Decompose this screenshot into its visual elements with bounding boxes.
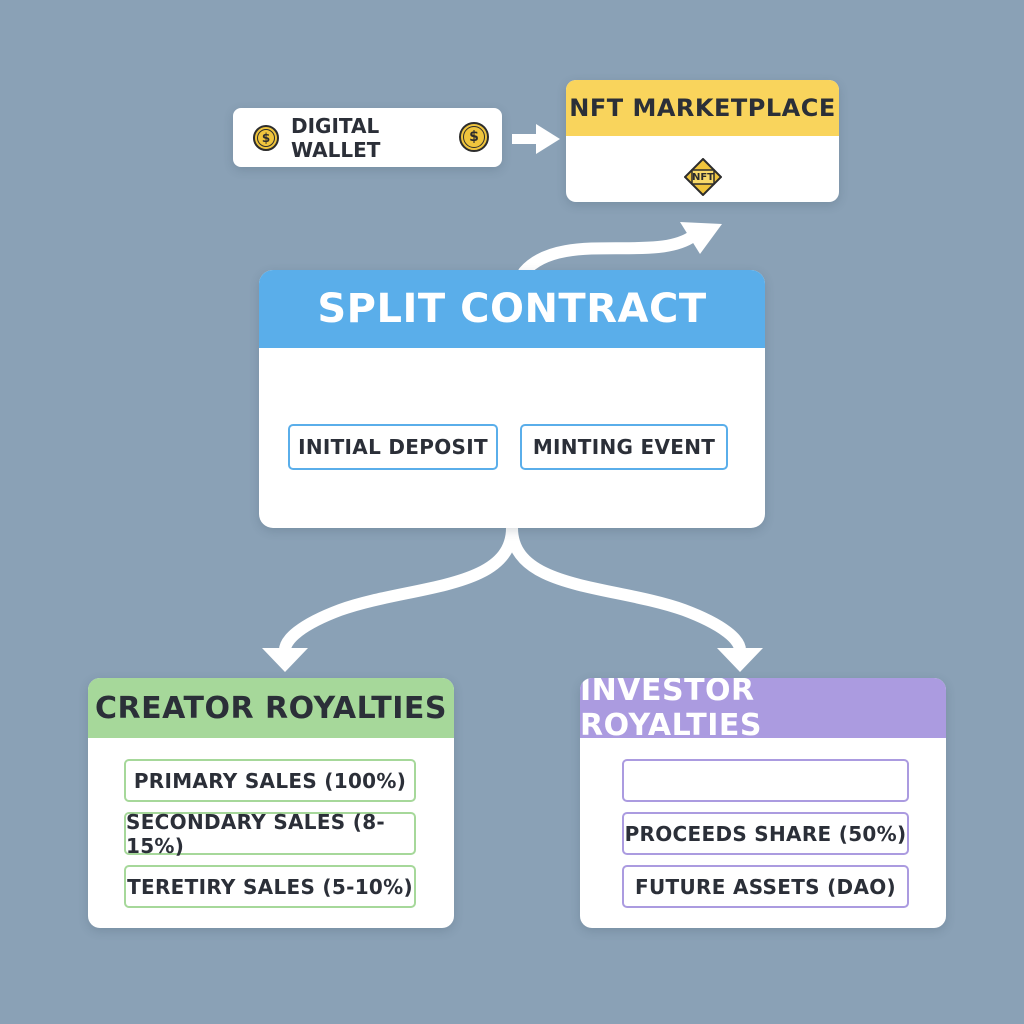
digital-wallet-card[interactable]: $ DIGITAL WALLET $: [233, 108, 502, 167]
nft-badge-label: NFT: [691, 171, 715, 183]
primary-sales-item[interactable]: PRIMARY SALES (100%): [124, 759, 416, 802]
secondary-sales-item[interactable]: SECONDARY SALES (8-15%): [124, 810, 416, 858]
wallet-to-marketplace-arrow: [512, 124, 560, 154]
creator-royalties-card[interactable]: CREATOR ROYALTIES PRIMARY SALES (100%) S…: [88, 678, 454, 928]
coin-icon: $: [459, 122, 489, 152]
creator-royalties-title: CREATOR ROYALTIES: [95, 690, 447, 726]
tertiary-sales-item[interactable]: TERETIRY SALES (5-10%): [124, 865, 416, 908]
split-contract-card[interactable]: SPLIT CONTRACT INITIAL DEPOSIT MINTING E…: [259, 270, 765, 528]
coin-icon: $: [253, 125, 279, 151]
nft-marketplace-title: NFT MARKETPLACE: [569, 94, 836, 122]
investor-empty-item[interactable]: [622, 759, 909, 802]
future-assets-item[interactable]: FUTURE ASSETS (DAO): [622, 865, 909, 908]
minting-event-item[interactable]: MINTING EVENT: [520, 424, 728, 470]
investor-royalties-card[interactable]: INVESTOR ROYALTIES PROCEEDS SHARE (50%) …: [580, 678, 946, 928]
split-contract-header: SPLIT CONTRACT: [259, 270, 765, 348]
proceeds-share-item[interactable]: PROCEEDS SHARE (50%): [622, 812, 909, 855]
investor-royalties-header: INVESTOR ROYALTIES: [580, 678, 946, 743]
initial-deposit-item[interactable]: INITIAL DEPOSIT: [288, 424, 498, 470]
creator-royalties-header: CREATOR ROYALTIES: [88, 678, 454, 738]
split-branch-arrows: [262, 522, 763, 672]
nft-badge-icon: NFT: [683, 157, 723, 197]
investor-royalties-title: INVESTOR ROYALTIES: [580, 678, 762, 743]
split-contract-title: SPLIT CONTRACT: [317, 286, 707, 332]
nft-marketplace-header: NFT MARKETPLACE: [566, 80, 839, 136]
nft-marketplace-card[interactable]: NFT MARKETPLACE NFT: [566, 80, 839, 202]
split-to-marketplace-arrow: [518, 222, 722, 278]
digital-wallet-label: DIGITAL WALLET: [291, 113, 381, 162]
